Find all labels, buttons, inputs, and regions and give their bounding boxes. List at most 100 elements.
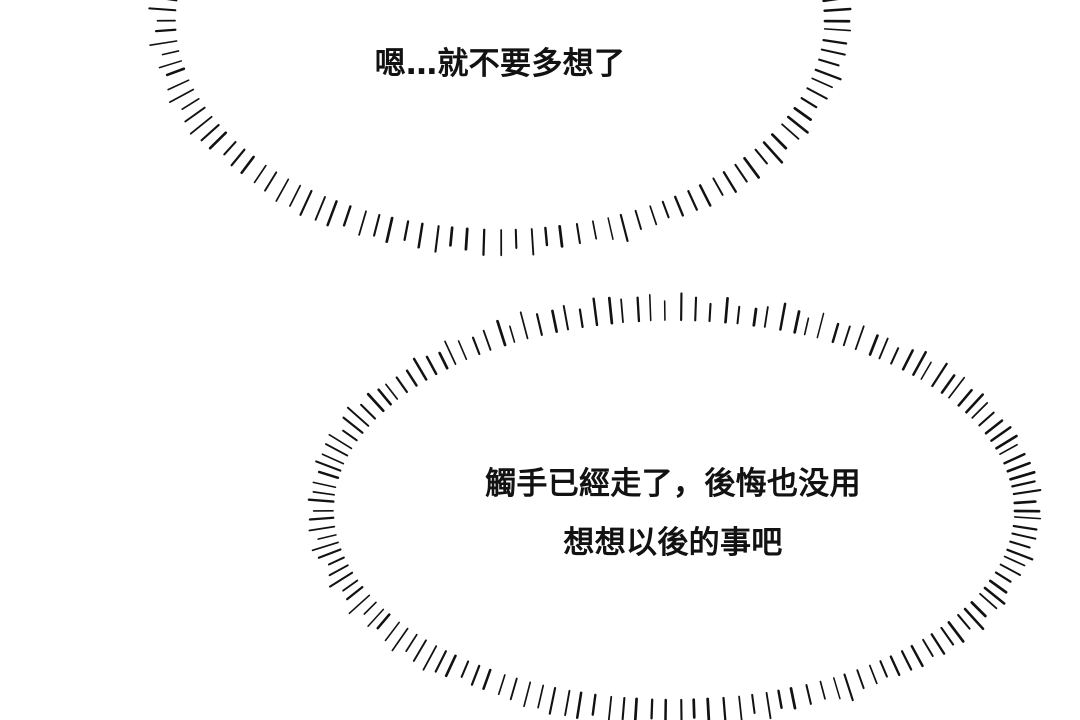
bubble-spike bbox=[535, 313, 543, 336]
bubble-spike bbox=[816, 312, 825, 339]
bubble-spike bbox=[722, 696, 727, 720]
bubble-spike bbox=[384, 621, 400, 642]
bubble-spike bbox=[367, 608, 385, 627]
bubble-spike bbox=[978, 411, 995, 427]
bubble-spike bbox=[694, 296, 698, 322]
bubble-spike bbox=[482, 228, 486, 256]
bubble-spike bbox=[422, 645, 438, 671]
bubble-spike bbox=[208, 131, 228, 150]
bubble-spike bbox=[537, 684, 545, 709]
bubble-spike bbox=[965, 393, 985, 414]
bubble-spike bbox=[843, 673, 854, 702]
bubble-spike bbox=[868, 334, 879, 356]
bubble-spike bbox=[482, 329, 492, 351]
bubble-spike bbox=[869, 664, 878, 685]
bubble-spike bbox=[496, 319, 507, 347]
bubble-spike bbox=[519, 311, 529, 340]
bubble-spike bbox=[734, 163, 748, 183]
bubble-spike bbox=[154, 28, 177, 33]
bubble-spike bbox=[240, 155, 255, 175]
bubble-spike bbox=[412, 639, 427, 662]
bubble-spike bbox=[890, 347, 900, 365]
bubble-spike bbox=[752, 307, 758, 327]
bubble-spike bbox=[922, 638, 934, 657]
bubble-spike bbox=[509, 677, 518, 701]
bubble-spike bbox=[438, 351, 449, 370]
bubble-spike bbox=[673, 195, 685, 217]
bubble-spike bbox=[575, 691, 583, 719]
bubble-spike bbox=[854, 325, 865, 351]
bubble-spike bbox=[789, 687, 797, 710]
bubble-spike bbox=[931, 362, 948, 388]
bubble-spike bbox=[314, 196, 326, 221]
bubble-spike bbox=[940, 374, 956, 394]
bubble-spike bbox=[706, 697, 711, 720]
bubble-spike bbox=[444, 340, 457, 365]
bubble-spike bbox=[971, 402, 989, 419]
bubble-spike bbox=[793, 310, 801, 334]
bubble-spike bbox=[620, 298, 624, 324]
bubble-spike bbox=[751, 693, 756, 714]
speech-bubble-top-line-1: 嗯…就不要多想了 bbox=[374, 46, 626, 82]
bubble-spike bbox=[856, 669, 865, 690]
bubble-spike bbox=[878, 337, 889, 360]
bubble-spike bbox=[417, 222, 424, 249]
bubble-spike bbox=[530, 228, 535, 256]
speech-bubble-top-outline bbox=[148, 0, 852, 257]
bubble-spike bbox=[253, 164, 267, 184]
bubble-spike bbox=[831, 322, 840, 344]
bubble-spike bbox=[342, 416, 364, 434]
bubble-spike bbox=[879, 660, 888, 678]
bubble-spike bbox=[661, 200, 670, 219]
bubble-spike bbox=[264, 171, 278, 192]
bubble-spike bbox=[523, 681, 532, 708]
bubble-spike bbox=[970, 601, 987, 618]
bubble-spike bbox=[425, 355, 438, 376]
bubble-spike bbox=[299, 189, 313, 216]
bubble-spike bbox=[736, 305, 741, 325]
bubble-spike bbox=[822, 38, 848, 45]
bubble-spike bbox=[823, 28, 852, 32]
speech-bubble-bottom-text: 觸手已經走了，後悔也没用 想想以後的事吧 bbox=[0, 455, 1080, 573]
bubble-spike bbox=[482, 668, 492, 690]
bubble-spike bbox=[648, 294, 652, 322]
bubble-spike bbox=[230, 148, 246, 167]
bubble-spike bbox=[464, 227, 469, 251]
bubble-spike bbox=[558, 225, 564, 248]
bubble-spike bbox=[687, 190, 698, 211]
bubble-spike bbox=[957, 613, 971, 630]
bubble-spike bbox=[650, 698, 654, 720]
bubble-spike bbox=[457, 340, 468, 361]
bubble-spike bbox=[787, 115, 809, 134]
bubble-spike bbox=[434, 225, 440, 253]
bubble-spike bbox=[988, 579, 1008, 594]
bubble-spike bbox=[544, 226, 549, 247]
bubble-spike bbox=[551, 309, 558, 333]
bubble-spike bbox=[947, 621, 965, 643]
bubble-spike bbox=[633, 697, 638, 720]
bubble-spike bbox=[708, 302, 712, 323]
bubble-spike bbox=[377, 388, 392, 406]
bubble-spike bbox=[738, 695, 743, 720]
bubble-spike bbox=[763, 306, 769, 328]
bubble-spike bbox=[724, 297, 729, 324]
bubble-spike bbox=[324, 443, 349, 457]
bubble-spike bbox=[819, 680, 826, 700]
bubble-spike bbox=[983, 586, 1006, 605]
bubble-spike bbox=[920, 361, 932, 380]
bubble-spike bbox=[712, 177, 724, 196]
bubble-spike bbox=[621, 696, 626, 720]
bubble-spike bbox=[781, 123, 800, 140]
bubble-spike bbox=[412, 357, 428, 381]
bubble-spike bbox=[275, 178, 290, 202]
bubble-spike bbox=[754, 148, 768, 165]
bubble-spike bbox=[548, 686, 557, 715]
bubble-spike bbox=[999, 443, 1018, 455]
bubble-spike bbox=[329, 571, 354, 588]
bubble-spike bbox=[842, 325, 851, 347]
speech-bubble-top-text: 嗯…就不要多想了 bbox=[0, 44, 1080, 84]
bubble-spike bbox=[823, 7, 852, 12]
bubble-spike bbox=[607, 217, 614, 240]
bubble-spike bbox=[363, 601, 377, 615]
